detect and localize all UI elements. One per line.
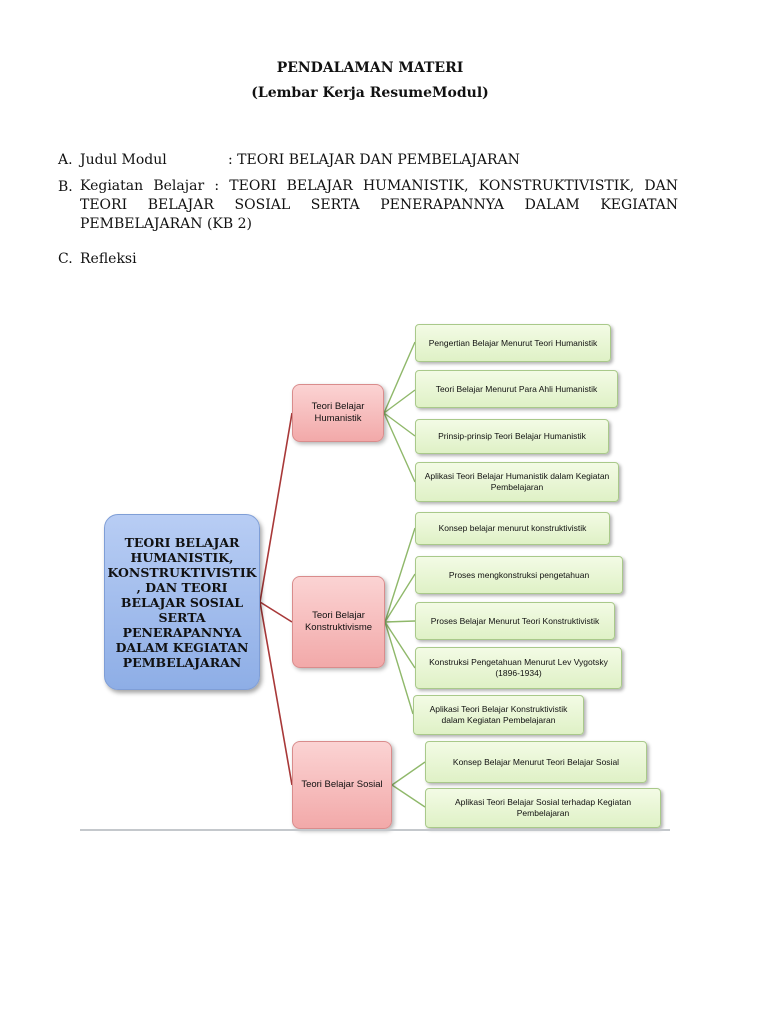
section-c-marker: C. [58, 251, 73, 267]
connector-konstruktivisme-5 [384, 621, 414, 715]
section-a-label: Judul Modul [80, 152, 167, 168]
leaf-konstruktivisme-2: Proses mengkonstruksi pengetahuan [415, 556, 623, 594]
connector-humanistik-1 [383, 341, 416, 414]
section-b-marker: B. [58, 179, 73, 195]
connector-humanistik-3 [383, 412, 416, 437]
diagram-baseline-divider [80, 829, 670, 831]
section-a: A. Judul Modul : TEORI BELAJAR DAN PEMBE… [58, 150, 678, 170]
connector-konstruktivisme-3 [384, 620, 416, 623]
connector-humanistik-4 [383, 412, 416, 483]
leaf-humanistik-1: Pengertian Belajar Menurut Teori Humanis… [415, 324, 611, 362]
mindmap-diagram: TEORI BELAJAR HUMANISTIK, KONSTRUKTIVIST… [80, 316, 670, 832]
section-c: C. Refleksi [58, 249, 358, 269]
connector-root-humanistik [259, 412, 293, 603]
page-title: PENDALAMAN MATERI [276, 60, 464, 76]
leaf-konstruktivisme-1: Konsep belajar menurut konstruktivistik [415, 512, 610, 545]
section-c-label: Refleksi [80, 251, 137, 267]
leaf-konstruktivisme-5: Aplikasi Teori Belajar Konstruktivistik … [413, 695, 584, 735]
leaf-sosial-1: Konsep Belajar Menurut Teori Belajar Sos… [425, 741, 647, 783]
leaf-humanistik-4: Aplikasi Teori Belajar Humanistik dalam … [415, 462, 619, 502]
connector-root-konstruktivisme [259, 601, 293, 623]
leaf-humanistik-3: Prinsip-prinsip Teori Belajar Humanistik [415, 419, 609, 454]
branch-sosial: Teori Belajar Sosial [292, 741, 392, 829]
connector-konstruktivisme-2 [384, 573, 416, 623]
mindmap-root-node: TEORI BELAJAR HUMANISTIK, KONSTRUKTIVIST… [104, 514, 260, 690]
section-b-marker-row: B. [58, 177, 80, 197]
leaf-sosial-2: Aplikasi Teori Belajar Sosial terhadap K… [425, 788, 661, 828]
branch-konstruktivisme: Teori Belajar Konstruktivisme [292, 576, 385, 668]
section-a-marker: A. [58, 152, 73, 168]
leaf-konstruktivisme-4: Konstruksi Pengetahuan Menurut Lev Vygot… [415, 647, 622, 689]
leaf-humanistik-2: Teori Belajar Menurut Para Ahli Humanist… [415, 370, 618, 408]
connector-root-sosial [259, 601, 293, 786]
mindmap-connectors [259, 341, 426, 808]
section-b-text: Kegiatan Belajar : TEORI BELAJAR HUMANIS… [80, 178, 678, 232]
connector-konstruktivisme-4 [384, 621, 416, 669]
connector-sosial-1 [391, 761, 426, 786]
branch-humanistik: Teori Belajar Humanistik [292, 384, 384, 442]
connector-humanistik-2 [383, 389, 416, 414]
connector-sosial-2 [391, 784, 426, 808]
page-subtitle: (Lembar Kerja ResumeModul) [251, 85, 489, 101]
section-a-value: : TEORI BELAJAR DAN PEMBELAJARAN [228, 152, 520, 168]
leaf-konstruktivisme-3: Proses Belajar Menurut Teori Konstruktiv… [415, 602, 615, 640]
connector-konstruktivisme-1 [384, 527, 416, 623]
